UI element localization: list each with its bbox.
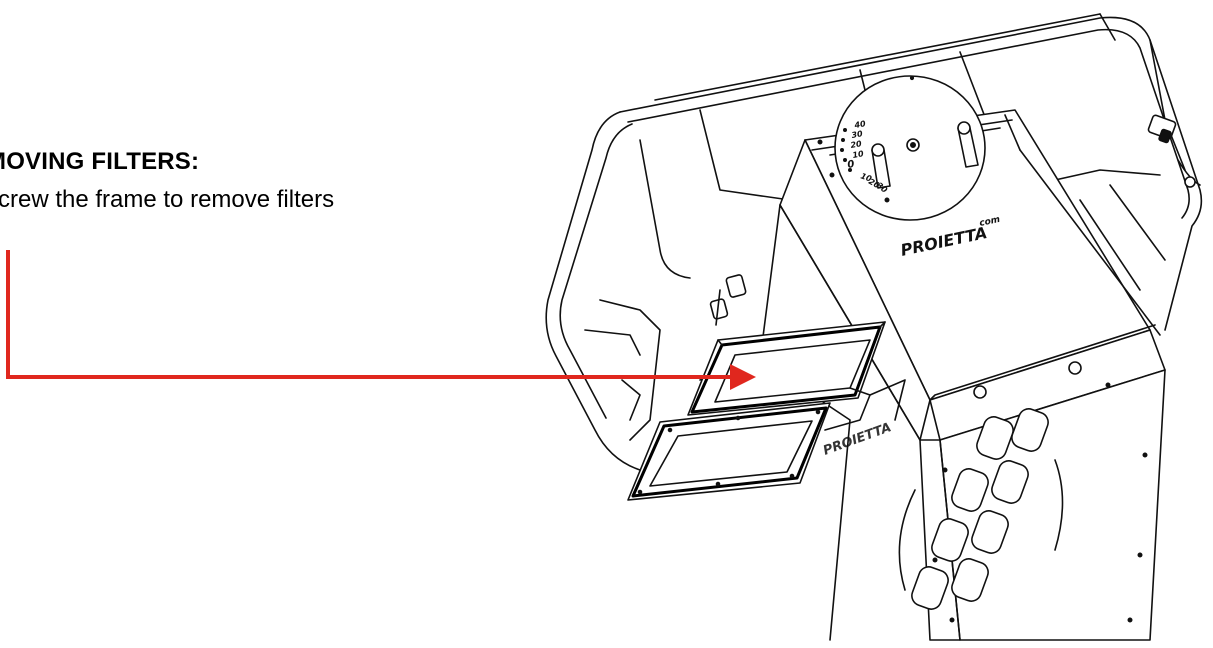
brand-logo-side: PROIETTA: [821, 420, 893, 459]
yoke-bracket: [545, 13, 1203, 471]
dial-mark-30: 30: [851, 129, 864, 140]
filter-frame-assembly: [627, 321, 906, 501]
dial-mark-40: 40: [853, 119, 867, 130]
brand-domain: com: [979, 215, 1002, 229]
callout-title: MOVING FILTERS:: [0, 148, 200, 175]
callout-pointer: [6, 250, 756, 390]
beam-angle-dial: 40 30 20 10 0 10 20 30: [834, 75, 986, 221]
dial-mark-20: 20: [850, 139, 863, 150]
dial-mark-10b: 10: [859, 171, 873, 183]
dial-mark-0: 0: [847, 159, 856, 171]
dial-mark-10: 10: [852, 149, 865, 160]
side-fittings: [709, 274, 747, 326]
arrow-head-icon: [730, 364, 756, 390]
callout-body: screw the frame to remove filters: [0, 186, 335, 213]
